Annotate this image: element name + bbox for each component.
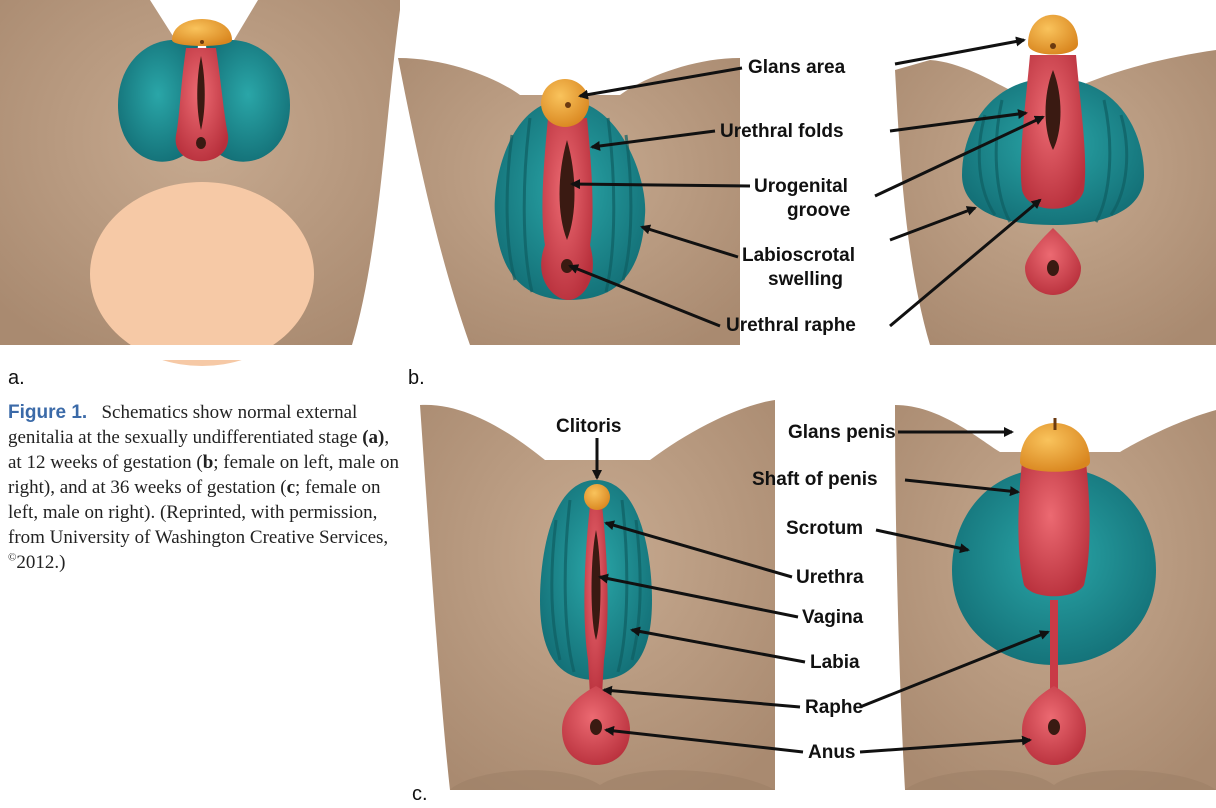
figure-caption: Figure 1. Schematics show normal externa… — [8, 400, 400, 575]
panel-b-letter: b. — [408, 367, 425, 389]
label-raphe: Raphe — [805, 697, 863, 718]
label-vagina: Vagina — [802, 607, 864, 628]
caption-b-ref: b — [203, 452, 214, 473]
label-anus: Anus — [808, 742, 856, 763]
caption-c-ref: c — [287, 477, 295, 498]
panel-b-female-glans — [541, 79, 589, 127]
label-shaft-of-penis: Shaft of penis — [752, 469, 878, 490]
panel-a-letter: a. — [8, 367, 25, 389]
caption-a-ref: (a) — [362, 427, 384, 448]
panel-b-labels: Glans area Urethral folds Urogenital gro… — [720, 57, 856, 336]
label-clitoris: Clitoris — [556, 416, 621, 437]
panel-c-letter: c. — [412, 783, 428, 805]
label-urogenital-groove-1: Urogenital — [754, 176, 848, 197]
label-urethral-folds: Urethral folds — [720, 121, 844, 142]
panel-c-clitoris — [584, 484, 610, 510]
label-glans-penis: Glans penis — [788, 422, 896, 443]
label-scrotum: Scrotum — [786, 518, 863, 539]
panel-a-peach-disc — [90, 182, 314, 366]
label-glans-area: Glans area — [748, 57, 846, 78]
panel-a-illustration — [0, 0, 400, 366]
figure-label: Figure 1. — [8, 402, 87, 423]
label-urethral-raphe: Urethral raphe — [726, 315, 856, 336]
caption-text-5: 2012.) — [16, 552, 65, 573]
panel-c-shaft — [1018, 462, 1089, 596]
label-labioscrotal-2: swelling — [768, 269, 843, 290]
panel-c-illustration — [420, 400, 1216, 790]
label-urogenital-groove-2: groove — [787, 200, 850, 221]
label-labioscrotal-1: Labioscrotal — [742, 245, 855, 266]
label-labia: Labia — [810, 652, 860, 673]
panel-c-glans-penis — [1020, 423, 1090, 472]
label-urethra: Urethra — [796, 567, 864, 588]
